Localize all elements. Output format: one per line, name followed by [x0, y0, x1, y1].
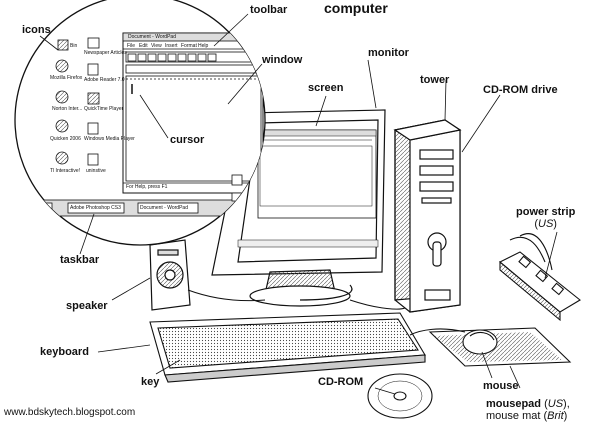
credit-url: www.bdskytech.blogspot.com [4, 407, 136, 418]
zoom-icon-quicktime: QuickTime Player [84, 106, 124, 112]
mousepad-region-open: ( [544, 398, 548, 410]
zoom-icon-uninstive: uninstive [86, 168, 106, 174]
label-speaker: speaker [66, 300, 108, 312]
cdrom-disc [367, 373, 433, 419]
zoom-icon-newspaper: Newspaper Articles [84, 50, 127, 56]
label-cursor: cursor [170, 134, 205, 146]
power-strip-region-close: ) [553, 218, 557, 230]
label-keyboard: keyboard [40, 346, 89, 358]
zoom-menu-insert: Insert [165, 43, 178, 49]
label-window: window [262, 54, 303, 66]
power-strip-region-open: ( [534, 218, 538, 230]
label-power-strip: power strip (US) [516, 206, 575, 230]
label-icons: icons [22, 24, 51, 36]
zoom-icon-norton: Norton Inter... [52, 106, 83, 112]
zoom-icon-ti-interactive: Tl Interactive! [50, 168, 81, 174]
zoom-icon-media-player: Windows Media Player [84, 136, 135, 142]
zoom-taskbar-item-wordpad: Document - WordPad [140, 205, 188, 211]
cdrom-drive [419, 149, 454, 160]
zoom-menu-edit: Edit [139, 43, 148, 49]
page-title: computer [324, 0, 388, 16]
mouse-mat-region: Brit [547, 410, 564, 422]
zoom-icon-bin: Bin [70, 43, 78, 49]
speaker [149, 239, 191, 311]
label-taskbar: taskbar [60, 254, 100, 266]
keyboard [149, 312, 426, 383]
label-screen: screen [308, 82, 344, 94]
mousepad [428, 327, 572, 367]
mousepad-region-close: ), [563, 398, 570, 410]
mousepad-region: US [547, 398, 564, 410]
zoom-icon-adobe-reader: Adobe Reader 7.0 [84, 77, 125, 83]
label-toolbar: toolbar [250, 4, 288, 16]
label-key: key [141, 376, 160, 388]
power-strip [499, 233, 581, 322]
mouse-mat-region-open: ( [543, 410, 548, 422]
zoom-menu-file: File [127, 43, 136, 49]
zoom-menu-format: Format [181, 43, 197, 49]
zoom-status-text: For Help, press F1 [126, 184, 168, 190]
label-cdrom-drive: CD-ROM drive [483, 84, 558, 96]
label-cdrom: CD-ROM [318, 376, 364, 388]
zoom-window-title: Document - WordPad [128, 34, 176, 40]
mousepad-text: mousepad [486, 398, 542, 410]
tower [393, 119, 462, 313]
zoom-menu-help: Help [198, 43, 209, 49]
label-monitor: monitor [368, 47, 409, 59]
power-strip-region: US [538, 218, 554, 230]
zoom-circle [14, 0, 266, 246]
zoom-taskbar-item-photoshop: Adobe Photoshop CS3 [70, 205, 121, 211]
mouse [409, 328, 498, 355]
zoom-icon-quicken: Quicken 2006 [50, 136, 81, 142]
label-mousepad: mousepad (US), mouse mat (Brit) [486, 398, 570, 422]
label-tower: tower [420, 74, 450, 86]
mouse-mat-text: mouse mat [486, 410, 541, 422]
label-mouse: mouse [483, 380, 519, 392]
power-strip-text: power strip [516, 206, 576, 218]
zoom-icon-firefox: Mozilla Firefox [50, 75, 83, 81]
mouse-mat-region-close: ) [563, 410, 568, 422]
zoom-menu-view: View [151, 43, 162, 49]
